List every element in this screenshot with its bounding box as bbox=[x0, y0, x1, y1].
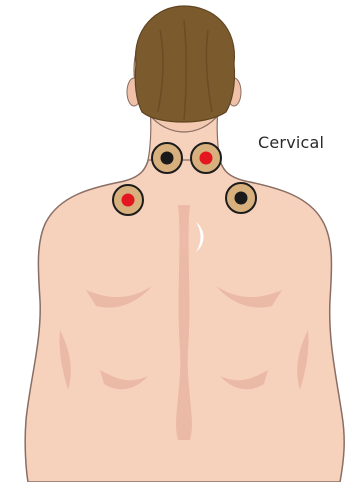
electrode-dot bbox=[200, 152, 213, 165]
electrode-upper-left bbox=[152, 143, 182, 173]
electrode-upper-right bbox=[191, 143, 221, 173]
electrode-dot bbox=[235, 192, 248, 205]
electrode-dot bbox=[161, 152, 174, 165]
electrode-dot bbox=[122, 194, 135, 207]
electrode-lower-right bbox=[226, 183, 256, 213]
region-label: Cervical bbox=[258, 133, 324, 152]
electrode-lower-left bbox=[113, 185, 143, 215]
